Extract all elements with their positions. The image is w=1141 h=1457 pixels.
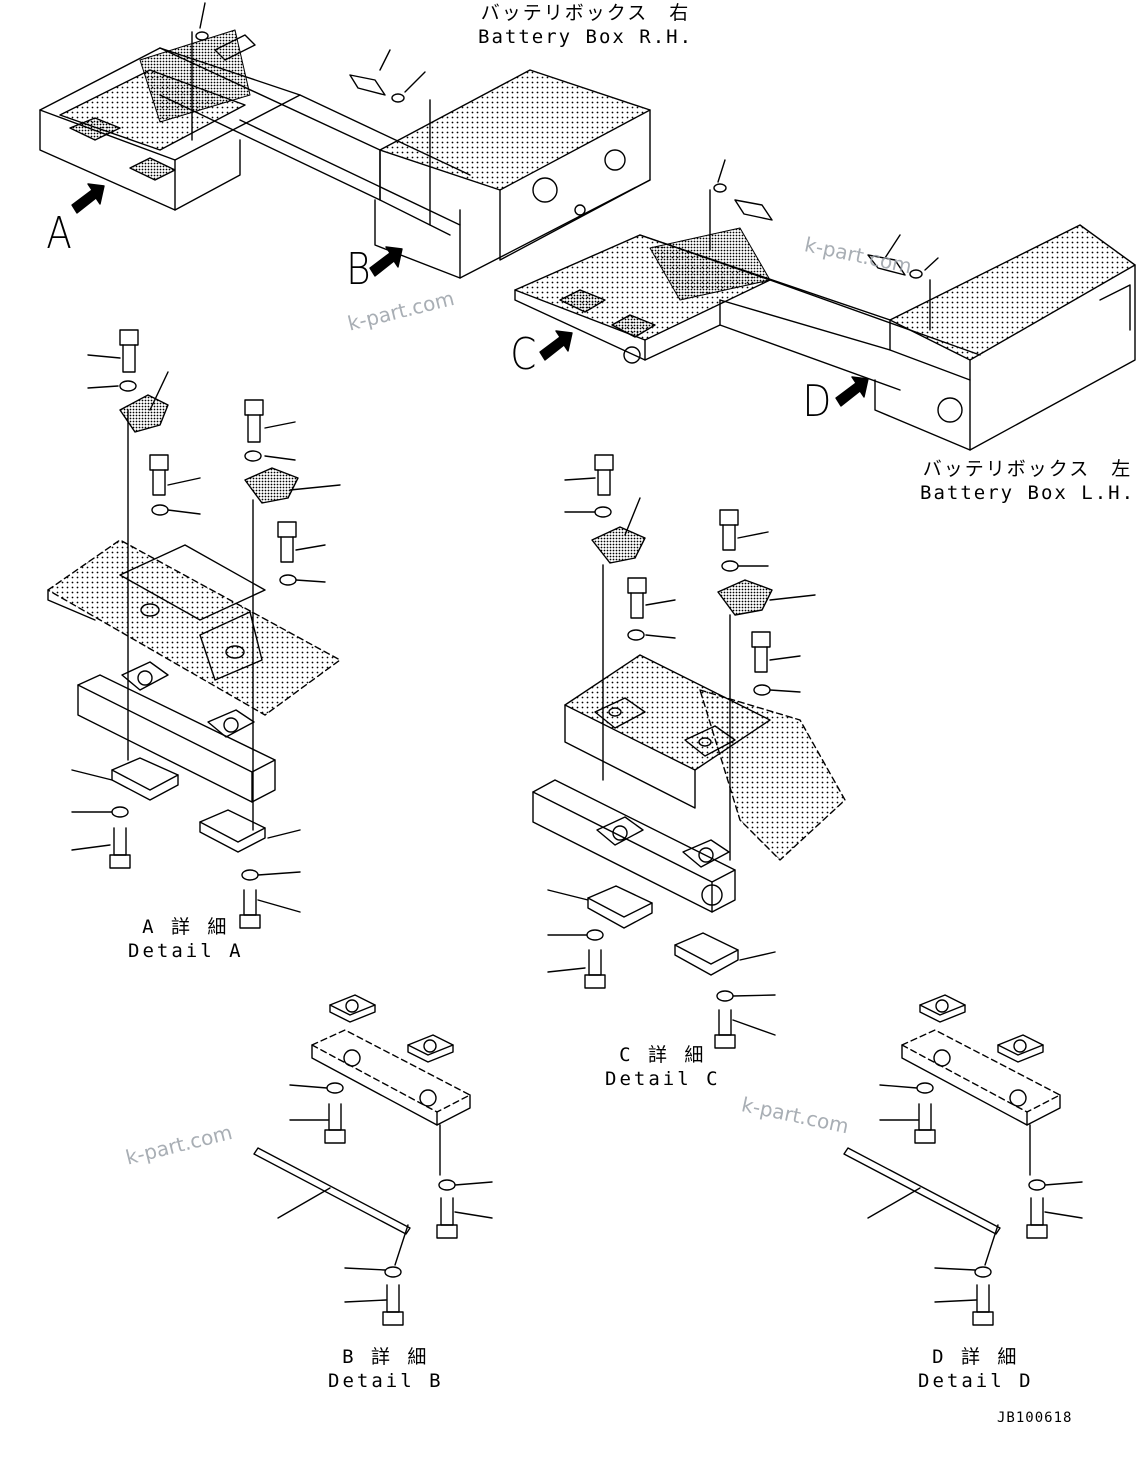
detail-d-caption-en: Detail D [918,1369,1034,1392]
detail-b-caption: B 詳 細 Detail B [328,1346,444,1394]
battery-box-lh-title-jp: バッテリボックス 左 [922,458,1133,480]
detail-b-caption-en: Detail B [328,1369,444,1392]
detail-c-caption: C 詳 細 Detail C [605,1044,721,1092]
view-letter-d: D [802,376,832,427]
battery-box-rh-title: バッテリボックス 右 Battery Box R.H. [478,2,693,50]
detail-c-caption-en: Detail C [605,1067,721,1090]
detail-c-exploded-view [532,454,846,1049]
detail-b-exploded-view [253,994,493,1326]
detail-a-caption-en: Detail A [128,939,244,962]
drawing-code: JB100618 [997,1410,1073,1426]
detail-c-caption-jp: C 詳 細 [619,1044,707,1066]
view-letter-a: A [46,208,72,259]
detail-d-exploded-view [843,994,1083,1326]
battery-box-rh-assembly [39,2,651,279]
detail-a-exploded-view [47,329,341,929]
battery-box-rh-title-en: Battery Box R.H. [478,25,694,48]
battery-box-lh-title-en: Battery Box L.H. [920,481,1136,504]
detail-b-caption-jp: B 詳 細 [342,1346,430,1368]
view-letter-b: B [346,244,371,295]
detail-a-caption: A 詳 細 Detail A [128,916,244,964]
detail-a-caption-jp: A 詳 細 [142,916,230,938]
battery-box-rh-title-jp: バッテリボックス 右 [480,2,691,24]
detail-d-caption: D 詳 細 Detail D [918,1346,1034,1394]
battery-box-lh-title: バッテリボックス 左 Battery Box L.H. [920,458,1135,506]
view-letter-c: C [510,329,537,380]
detail-d-caption-jp: D 詳 細 [932,1346,1020,1368]
battery-box-lh-assembly [514,159,1136,451]
